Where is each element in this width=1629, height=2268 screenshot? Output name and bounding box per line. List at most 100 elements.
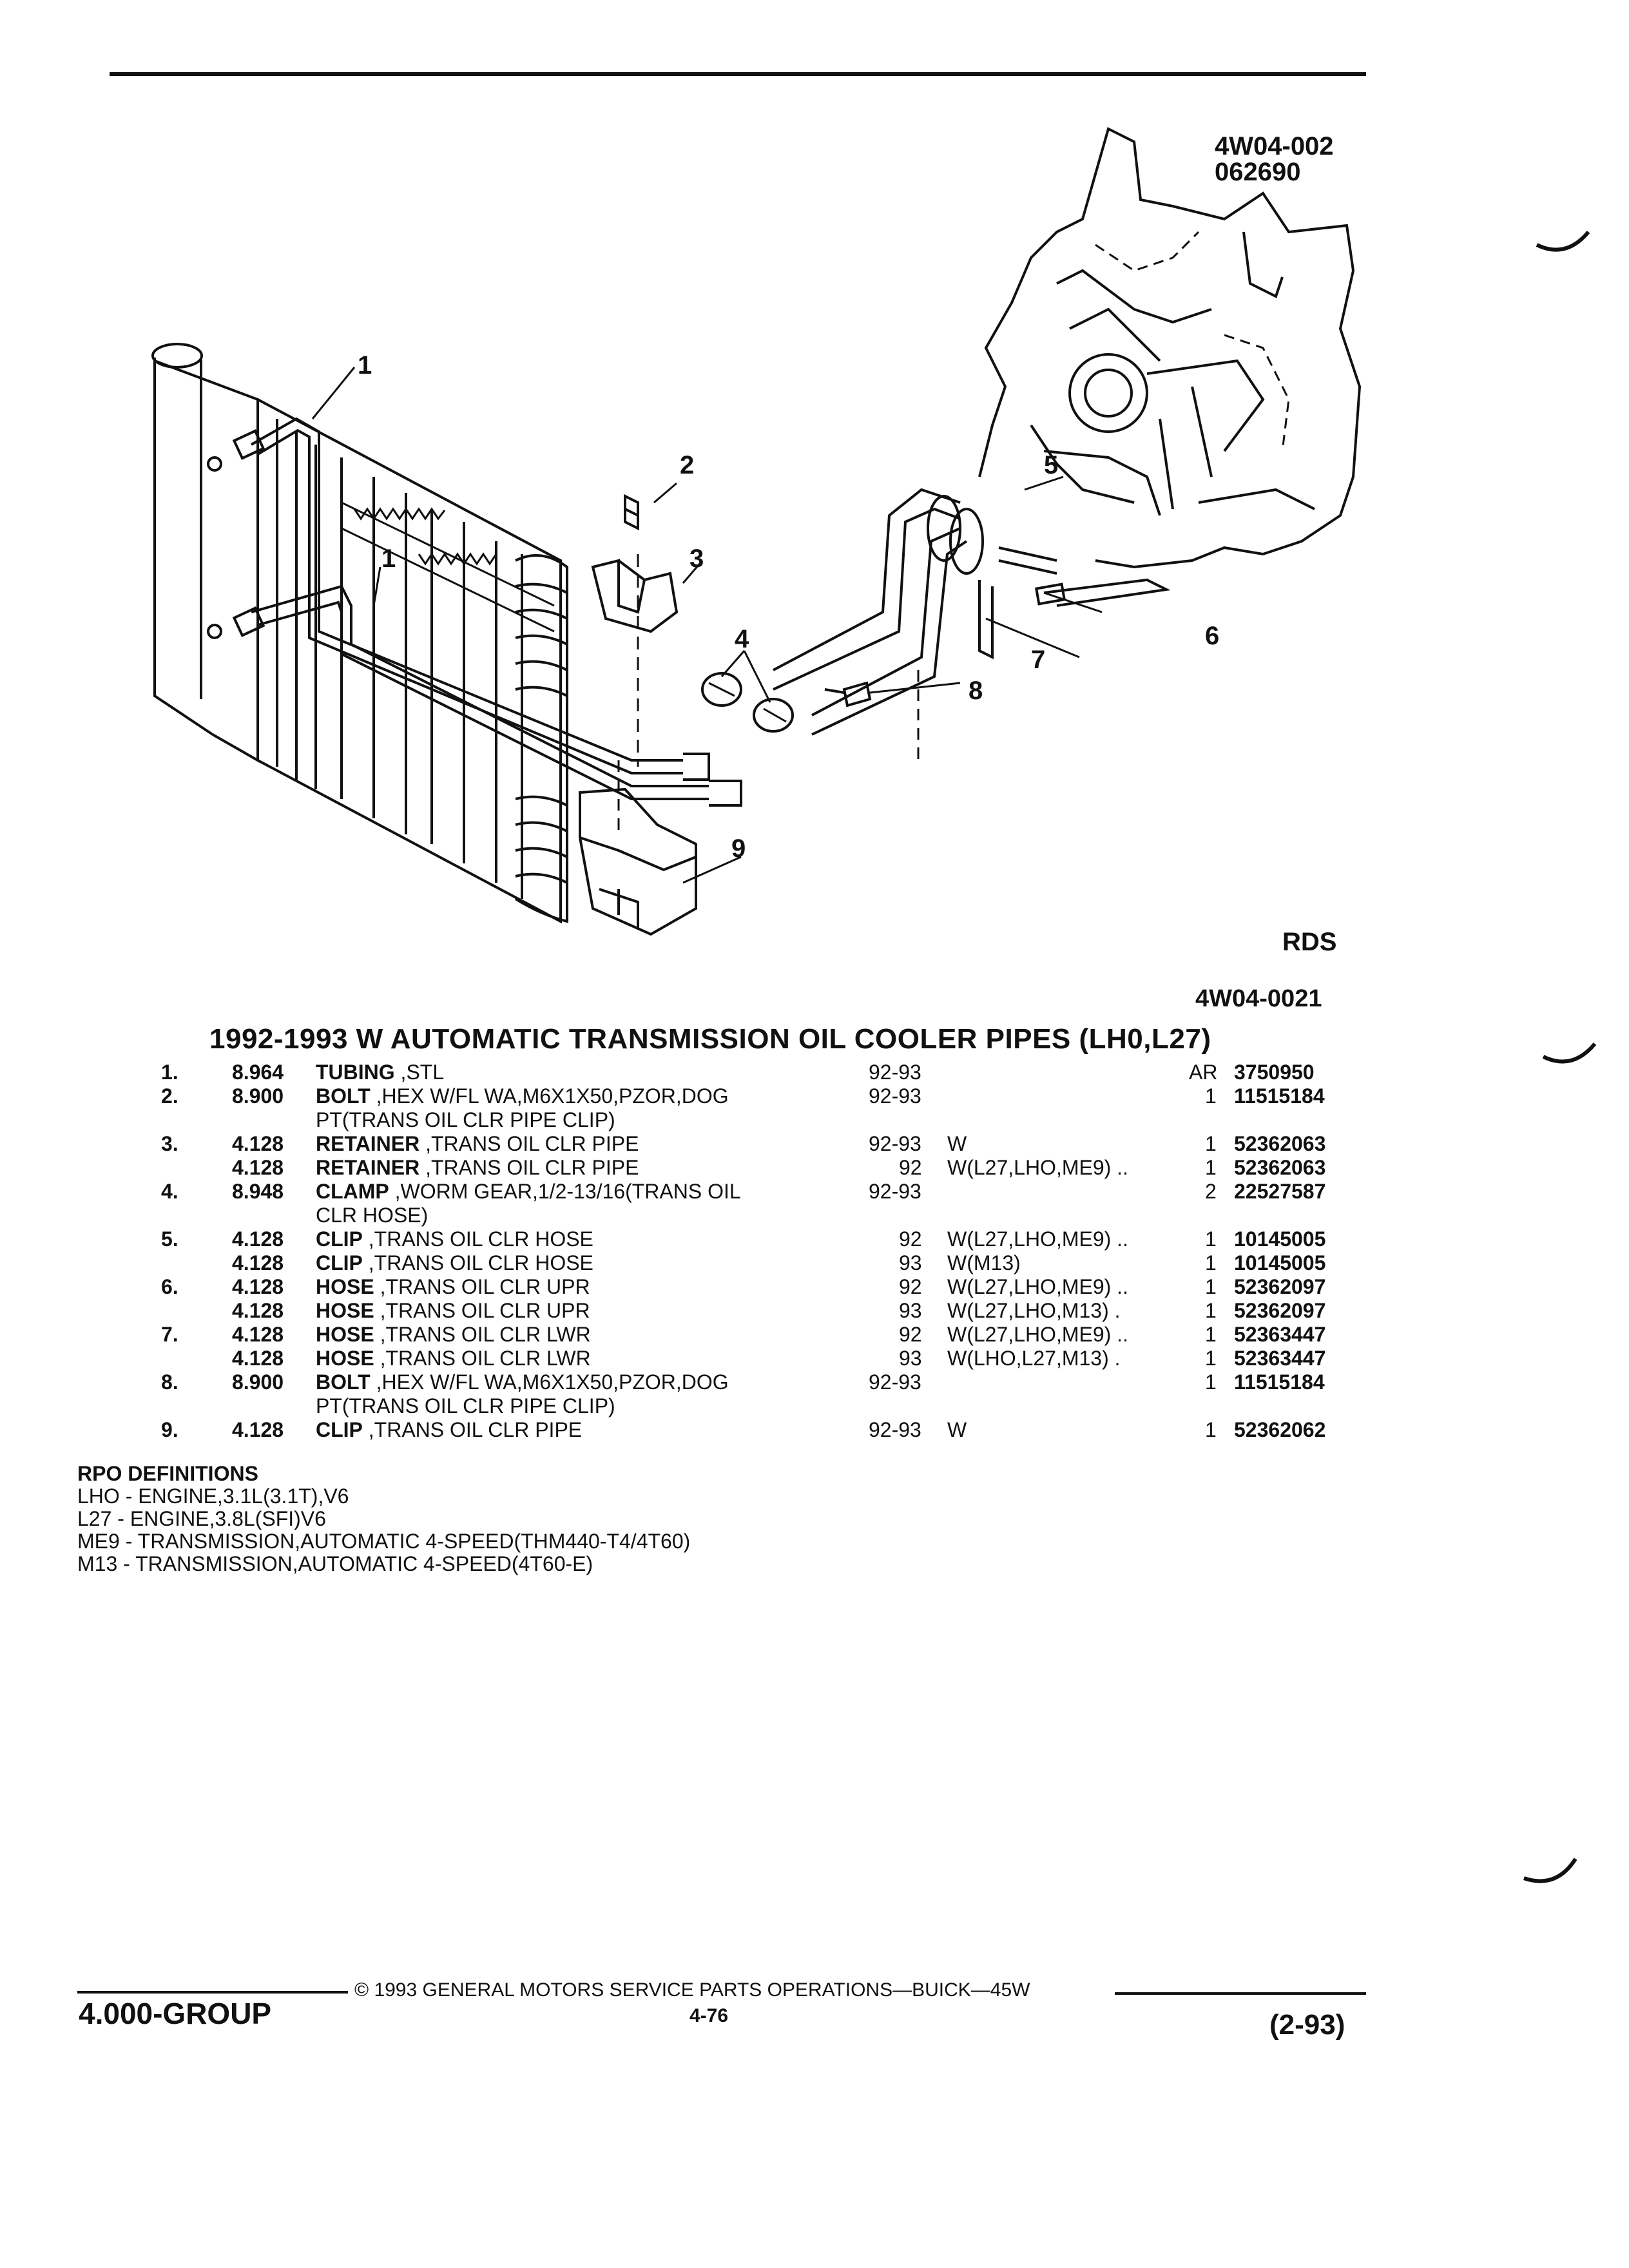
row-quantity: AR bbox=[1189, 1061, 1218, 1084]
footer-rule-right bbox=[1115, 1992, 1366, 1995]
leader-lines bbox=[311, 367, 1103, 884]
rpo-line: ME9 - TRANSMISSION,AUTOMATIC 4-SPEED(THM… bbox=[77, 1530, 691, 1553]
row-usage-note: W bbox=[947, 1132, 967, 1155]
row-quantity: 1 bbox=[1205, 1323, 1217, 1346]
row-index: 7. bbox=[161, 1323, 178, 1346]
callout-2: 2 bbox=[680, 451, 694, 479]
row-quantity: 2 bbox=[1205, 1180, 1217, 1203]
row-usage-note: W(L27,LHO,M13) . bbox=[947, 1299, 1121, 1322]
row-quantity: 1 bbox=[1205, 1227, 1217, 1251]
row-index: 9. bbox=[161, 1418, 178, 1441]
row-description: CLIP ,TRANS OIL CLR HOSE bbox=[316, 1227, 593, 1251]
row-part-number: 10145005 bbox=[1234, 1227, 1326, 1251]
row-description-continued: PT(TRANS OIL CLR PIPE CLIP) bbox=[316, 1394, 615, 1418]
row-group-number: 4.128 bbox=[232, 1132, 284, 1155]
row-part-number: 10145005 bbox=[1234, 1251, 1326, 1274]
row-group-number: 8.948 bbox=[232, 1180, 284, 1203]
margin-mark-icon bbox=[1536, 231, 1590, 252]
row-quantity: 1 bbox=[1205, 1156, 1217, 1179]
rpo-line: LHO - ENGINE,3.1L(3.1T),V6 bbox=[77, 1485, 349, 1508]
row-part-number: 52362097 bbox=[1234, 1275, 1326, 1298]
worm-gear-clamps bbox=[701, 672, 794, 733]
rpo-line: M13 - TRANSMISSION,AUTOMATIC 4-SPEED(4T6… bbox=[77, 1552, 593, 1575]
row-description: CLAMP ,WORM GEAR,1/2-13/16(TRANS OIL bbox=[316, 1180, 741, 1203]
callout-4: 4 bbox=[735, 625, 749, 653]
row-usage-note: W(L27,LHO,ME9) .. bbox=[947, 1156, 1128, 1179]
row-usage-note: W(M13) bbox=[947, 1251, 1021, 1274]
row-year: 92-93 bbox=[869, 1180, 921, 1203]
row-index: 4. bbox=[161, 1180, 178, 1203]
row-index: 1. bbox=[161, 1061, 178, 1084]
row-usage-note: W(L27,LHO,ME9) .. bbox=[947, 1227, 1128, 1251]
rpo-heading: RPO DEFINITIONS bbox=[77, 1462, 258, 1485]
row-index: 3. bbox=[161, 1132, 178, 1155]
row-description: HOSE ,TRANS OIL CLR LWR bbox=[316, 1347, 591, 1370]
footer-group: 4.000-GROUP bbox=[79, 1997, 272, 2030]
row-description-continued: PT(TRANS OIL CLR PIPE CLIP) bbox=[316, 1108, 615, 1131]
cooler-hoses bbox=[773, 488, 1171, 760]
row-quantity: 1 bbox=[1205, 1418, 1217, 1441]
row-quantity: 1 bbox=[1205, 1084, 1217, 1108]
row-quantity: 1 bbox=[1205, 1275, 1217, 1298]
row-group-number: 4.128 bbox=[232, 1299, 284, 1322]
row-quantity: 1 bbox=[1205, 1347, 1217, 1370]
row-description: RETAINER ,TRANS OIL CLR PIPE bbox=[316, 1156, 639, 1179]
row-group-number: 8.900 bbox=[232, 1370, 284, 1394]
row-group-number: 8.900 bbox=[232, 1084, 284, 1108]
row-year: 92-93 bbox=[869, 1061, 921, 1084]
row-description: TUBING ,STL bbox=[316, 1061, 445, 1084]
row-part-number: 3750950 bbox=[1234, 1061, 1315, 1084]
row-part-number: 11515184 bbox=[1234, 1084, 1325, 1108]
row-group-number: 4.128 bbox=[232, 1156, 284, 1179]
figure-label-rds: RDS bbox=[1282, 928, 1337, 956]
figure-date-code: 062690 bbox=[1215, 158, 1301, 186]
row-part-number: 22527587 bbox=[1234, 1180, 1326, 1203]
transmission-outline bbox=[978, 127, 1362, 569]
callout-9: 9 bbox=[731, 834, 746, 863]
row-group-number: 4.128 bbox=[232, 1275, 284, 1298]
row-group-number: 4.128 bbox=[232, 1323, 284, 1346]
row-description: HOSE ,TRANS OIL CLR UPR bbox=[316, 1275, 590, 1298]
row-part-number: 52363447 bbox=[1234, 1347, 1326, 1370]
margin-mark-icon bbox=[1523, 1858, 1577, 1883]
radiator bbox=[151, 343, 568, 924]
callout-6: 6 bbox=[1205, 622, 1219, 650]
cooler-pipes bbox=[232, 417, 742, 807]
row-quantity: 1 bbox=[1205, 1370, 1217, 1394]
row-year: 93 bbox=[899, 1347, 922, 1370]
top-rule bbox=[110, 72, 1366, 76]
row-usage-note: W(L27,LHO,ME9) .. bbox=[947, 1323, 1128, 1346]
bolt-2 bbox=[624, 494, 639, 531]
row-index: 6. bbox=[161, 1275, 178, 1298]
row-group-number: 4.128 bbox=[232, 1418, 284, 1441]
figure-code: 4W04-002 bbox=[1215, 132, 1334, 160]
row-description: CLIP ,TRANS OIL CLR PIPE bbox=[316, 1418, 583, 1441]
transmission-oil-cooler-diagram: 1 1 2 3 4 5 6 7 8 9 bbox=[151, 127, 1362, 936]
callout-7: 7 bbox=[1031, 646, 1045, 674]
footer-copyright: © 1993 GENERAL MOTORS SERVICE PARTS OPER… bbox=[354, 1979, 1030, 2001]
row-quantity: 1 bbox=[1205, 1299, 1217, 1322]
row-description: BOLT ,HEX W/FL WA,M6X1X50,PZOR,DOG bbox=[316, 1084, 729, 1108]
row-part-number: 52362097 bbox=[1234, 1299, 1326, 1322]
row-description: RETAINER ,TRANS OIL CLR PIPE bbox=[316, 1132, 639, 1155]
row-description-continued: CLR HOSE) bbox=[316, 1204, 429, 1227]
row-part-number: 52362063 bbox=[1234, 1132, 1326, 1155]
row-year: 93 bbox=[899, 1251, 922, 1274]
row-group-number: 4.128 bbox=[232, 1347, 284, 1370]
row-year: 92-93 bbox=[869, 1418, 921, 1441]
row-usage-note: W(L27,LHO,ME9) .. bbox=[947, 1275, 1128, 1298]
callout-5: 5 bbox=[1044, 451, 1058, 479]
footer-page-number: 4-76 bbox=[689, 2005, 729, 2026]
row-quantity: 1 bbox=[1205, 1251, 1217, 1274]
row-part-number: 52362063 bbox=[1234, 1156, 1326, 1179]
row-description: HOSE ,TRANS OIL CLR LWR bbox=[316, 1323, 591, 1346]
rpo-line: L27 - ENGINE,3.8L(SFI)V6 bbox=[77, 1507, 326, 1530]
